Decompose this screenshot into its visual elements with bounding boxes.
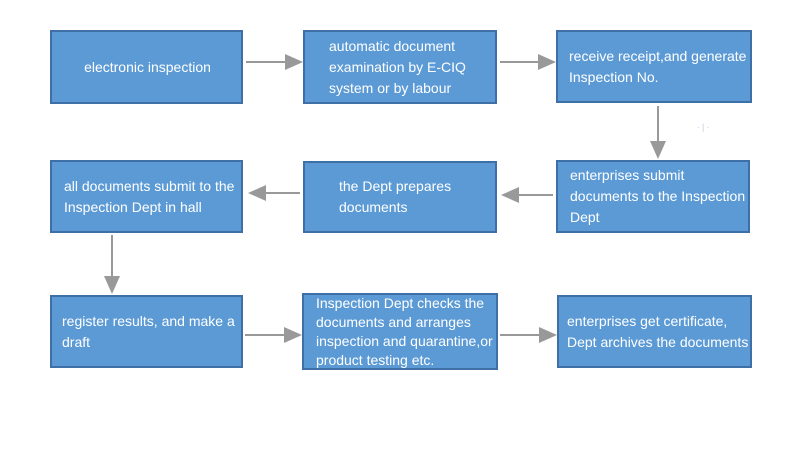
flow-box-enterprises-submit: enterprises submit documents to the Insp… <box>556 160 750 233</box>
flow-box-dept-checks: Inspection Dept checks the documents and… <box>302 293 498 370</box>
box-text-line: product testing etc. <box>316 351 435 368</box>
box-text-line: all documents submit to the <box>64 177 235 194</box>
flow-box-receive-receipt: receive receipt,and generate Inspection … <box>556 30 752 103</box>
box-text-line: enterprises submit <box>570 167 685 183</box>
box-text-line: receive receipt,and generate <box>569 47 747 64</box>
box-text-line: Inspection Dept in hall <box>64 198 202 215</box>
box-text-line: documents to the Inspection <box>570 188 746 204</box>
box-text-line: electronic inspection <box>84 58 211 75</box>
box-text-line: automatic document <box>329 37 456 54</box>
box-text-line: enterprises get certificate, <box>567 312 728 329</box>
box-text-line: examination by E-CIQ <box>329 58 466 75</box>
flow-box-get-certificate: enterprises get certificate, Dept archiv… <box>557 295 752 368</box>
box-text-line: inspection and quarantine,or <box>316 332 493 349</box>
box-text-line: Inspection Dept checks the <box>316 294 485 311</box>
box-text-line: Dept archives the documents <box>567 333 749 350</box>
flow-box-all-documents-hall: all documents submit to the Inspection D… <box>50 160 243 233</box>
box-text-line: Dept <box>570 209 600 225</box>
box-text-line: the Dept prepares <box>339 178 452 194</box>
faint-artifact-mark: ·|· <box>697 122 712 132</box>
flow-box-register-results: register results, and make a draft <box>50 295 243 368</box>
box-text-line: system or by labour <box>329 79 452 96</box>
flow-box-dept-prepares: the Dept prepares documents <box>303 161 497 233</box>
flow-box-automatic-examination: automatic document examination by E-CIQ … <box>303 30 497 104</box>
box-text-line: Inspection No. <box>569 68 659 85</box>
box-text-line: documents <box>339 199 408 215</box>
flow-box-electronic-inspection: electronic inspection <box>50 30 243 104</box>
box-text-line: documents and arranges <box>316 313 471 330</box>
box-text-line: draft <box>62 333 91 350</box>
box-text-line: register results, and make a <box>62 312 235 329</box>
